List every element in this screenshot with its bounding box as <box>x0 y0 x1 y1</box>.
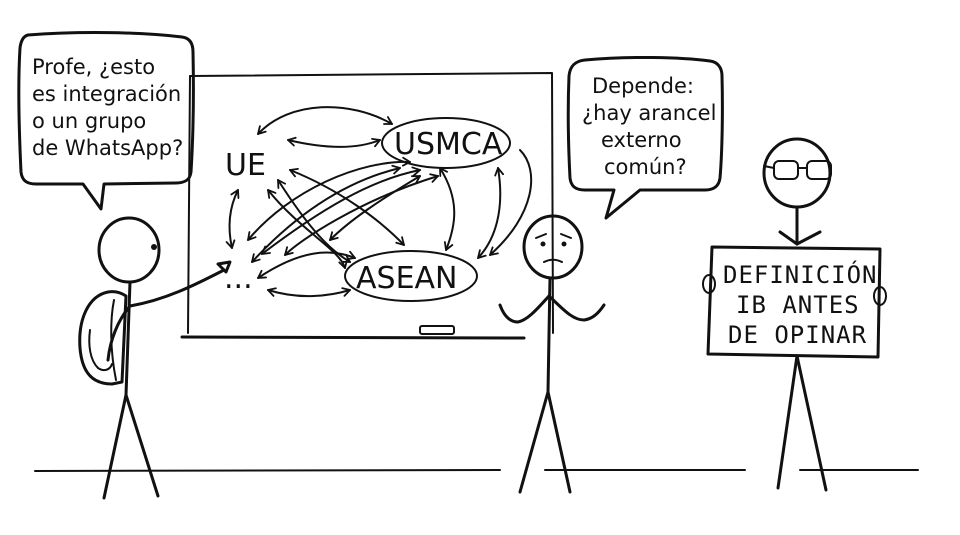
sign-line-1: DEFINICIÓN <box>723 259 878 289</box>
sign-line-2: IB ANTES <box>736 291 860 319</box>
middle-line-3: externo <box>601 128 682 152</box>
floor-line <box>34 469 919 472</box>
student-line-4: de WhatsApp? <box>32 136 183 160</box>
right-figure: DEFINICIÓN IB ANTES DE OPINAR <box>702 137 887 492</box>
sign-board <box>706 245 882 359</box>
board-label-asean: ASEAN <box>356 261 457 296</box>
whiteboard <box>180 72 554 340</box>
student-head <box>97 216 161 284</box>
usmca-ellipse <box>381 117 511 169</box>
board-arrows <box>225 106 533 298</box>
board-marker-tray-eraser <box>419 325 455 335</box>
student-line-3: o un grupo <box>32 109 146 133</box>
middle-line-2: ¿hay arancel <box>582 101 716 125</box>
student-line-2: es integración <box>32 82 181 106</box>
board-label-usmca: USMCA <box>394 127 503 162</box>
speech-bubble-middle: Depende: ¿hay arancel externo común? <box>566 55 724 220</box>
sign-line-3: DE OPINAR <box>728 321 867 349</box>
middle-figure <box>498 214 606 494</box>
backpack <box>78 290 128 386</box>
asean-ellipse <box>344 250 478 302</box>
middle-line-1: Depende: <box>592 74 694 98</box>
speech-bubble-student: Profe, ¿esto es integración o un grupo d… <box>17 31 195 211</box>
student-line-1: Profe, ¿esto <box>32 55 155 79</box>
middle-head <box>522 214 584 280</box>
board-label-ue: UE <box>225 148 266 183</box>
middle-line-4: común? <box>604 155 687 179</box>
student-figure <box>78 216 232 500</box>
